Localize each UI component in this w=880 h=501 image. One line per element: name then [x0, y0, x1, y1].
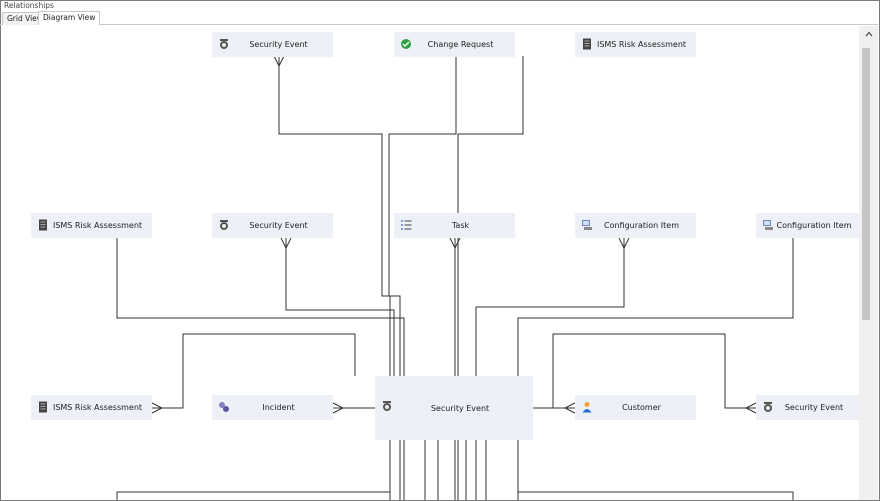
- document-icon: [39, 401, 47, 413]
- node-configuration-item-1[interactable]: Configuration Item: [575, 213, 696, 238]
- scroll-up-button[interactable]: [859, 26, 878, 42]
- chevron-up-icon: [865, 31, 872, 37]
- link-top-isms: [457, 56, 524, 500]
- link-mid-security-event: [285, 238, 395, 376]
- crowfoot-incident: [332, 402, 345, 414]
- node-mid-isms-risk-assessment[interactable]: ISMS Risk Assessment: [31, 213, 152, 238]
- node-mid-security-event[interactable]: Security Event: [212, 213, 333, 238]
- vertical-scrollbar[interactable]: [859, 26, 878, 500]
- node-label: Customer: [622, 403, 661, 412]
- crowfoot-task: [449, 237, 461, 250]
- node-configuration-item-2[interactable]: Configuration Item: [756, 213, 859, 238]
- security-event-icon: [220, 39, 228, 49]
- node-label: Security Event: [430, 403, 490, 413]
- crowfoot-top-security-event: [273, 55, 285, 68]
- node-label: ISMS Risk Assessment: [52, 221, 143, 230]
- node-task[interactable]: Task: [394, 213, 515, 238]
- person-icon: [582, 402, 592, 413]
- task-list-icon: [401, 220, 412, 230]
- link-down-right: [518, 491, 794, 500]
- node-label: Configuration Item: [603, 221, 679, 230]
- scrollbar-thumb[interactable]: [862, 48, 870, 320]
- document-icon: [583, 38, 591, 50]
- node-label: ISMS Risk Assessment: [52, 403, 143, 412]
- crowfoot-low-security-event: [744, 402, 757, 414]
- node-top-isms-risk-assessment[interactable]: ISMS Risk Assessment: [575, 32, 696, 57]
- change-request-icon: [401, 39, 411, 49]
- computer-icon: [763, 220, 773, 230]
- node-label: Security Event: [249, 221, 308, 230]
- node-center-security-event[interactable]: Security Event: [375, 376, 533, 440]
- security-event-icon: [220, 220, 228, 230]
- computer-icon: [582, 220, 592, 230]
- diagram-canvas[interactable]: Security Event Change Request ISMS Risk …: [1, 26, 859, 500]
- crowfoot-low-isms: [151, 402, 164, 414]
- link-config-item-2: [517, 238, 794, 500]
- node-customer[interactable]: Customer: [575, 395, 696, 420]
- document-icon: [39, 219, 47, 231]
- security-event-icon: [764, 402, 772, 412]
- node-label: Incident: [262, 403, 295, 412]
- link-change-request: [388, 56, 457, 500]
- node-incident[interactable]: Incident: [212, 395, 333, 420]
- node-label: Security Event: [249, 40, 308, 49]
- node-label: Task: [451, 221, 470, 230]
- link-config-item-1: [475, 238, 625, 500]
- node-change-request[interactable]: Change Request: [394, 32, 515, 57]
- crowfoot-mid-security-event: [280, 237, 292, 250]
- node-label: Configuration Item: [776, 221, 852, 230]
- view-tabs: Grid View Diagram View: [0, 11, 878, 25]
- node-low-isms-risk-assessment[interactable]: ISMS Risk Assessment: [31, 395, 152, 420]
- crowfoot-customer: [563, 402, 576, 414]
- node-label: ISMS Risk Assessment: [596, 40, 687, 49]
- incident-icon: [219, 402, 229, 412]
- node-top-security-event[interactable]: Security Event: [212, 32, 333, 57]
- link-low-security-event: [552, 333, 756, 409]
- node-label: Change Request: [427, 40, 494, 49]
- link-low-isms: [152, 333, 356, 409]
- security-event-icon: [383, 401, 391, 411]
- node-label: Security Event: [784, 403, 844, 412]
- node-low-security-event[interactable]: Security Event: [756, 395, 859, 420]
- section-title: Relationships: [4, 1, 54, 10]
- tab-diagram-view[interactable]: Diagram View: [38, 11, 101, 25]
- link-top-security-event: [278, 56, 391, 500]
- crowfoot-config-item-1: [618, 237, 630, 250]
- link-down-left: [116, 491, 390, 500]
- link-mid-isms: [116, 238, 405, 500]
